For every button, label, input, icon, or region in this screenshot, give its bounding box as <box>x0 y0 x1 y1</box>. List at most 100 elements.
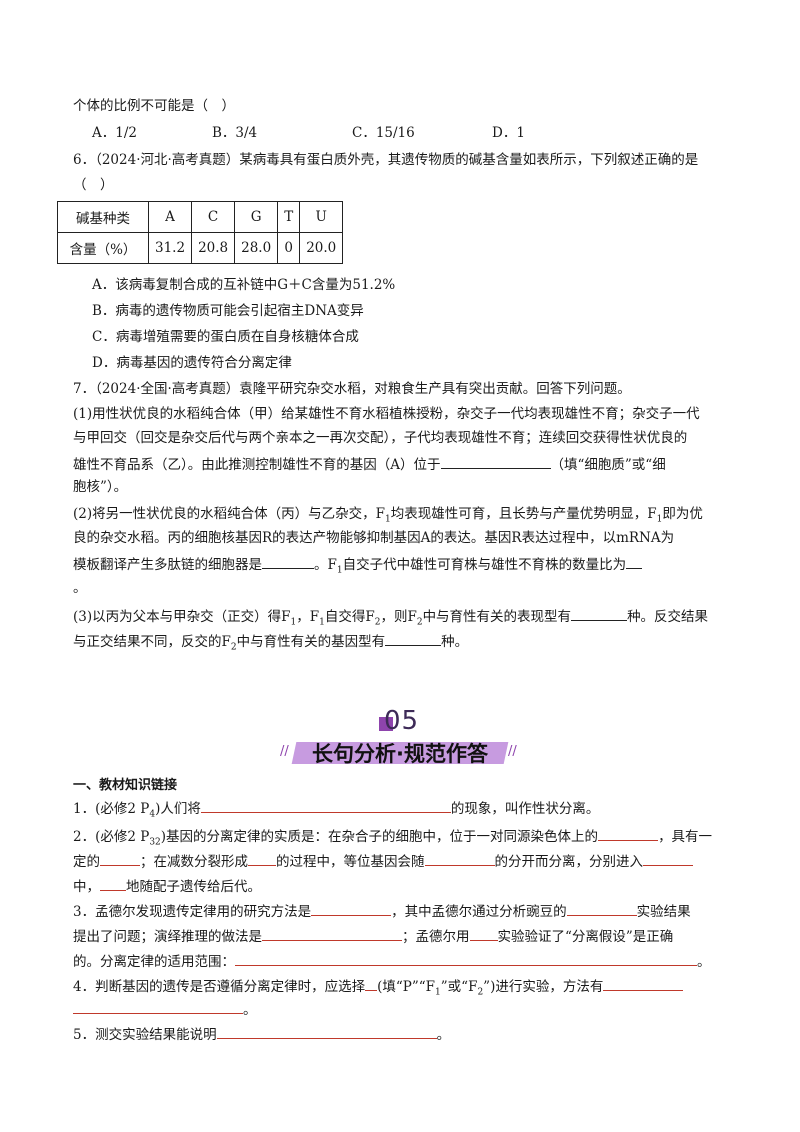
table-cell: 20.8 <box>191 232 236 264</box>
q7-p2-line1: (2)将另一性状优良的水稻纯合体（丙）与乙杂交，F1均表现雄性可育，且长势与产量… <box>73 505 703 529</box>
text: 5．测交实验结果能说明 <box>73 1027 217 1043</box>
text: 种。 <box>441 634 469 650</box>
base-content-table: 碱基种类 A C G T U 含量（%） 31.2 20.8 28.0 0 20… <box>57 201 344 264</box>
answer-blank[interactable] <box>424 851 495 866</box>
table-cell: 碱基种类 <box>57 201 149 233</box>
text: ，F <box>296 609 320 625</box>
text: 的分开而分离，分别进入 <box>494 854 644 870</box>
text: ”)进行实验，方法有 <box>483 979 604 995</box>
q7-p1-line3: 雄性不育品系（乙）。由此推测控制雄性不育的基因（A）位于 （填“细胞质”或“细 <box>73 454 666 474</box>
text: 实验结果 <box>636 904 691 920</box>
answer-blank[interactable] <box>365 976 378 991</box>
subscript: 2 <box>477 987 484 998</box>
q6-paren: （ ） <box>73 177 114 193</box>
text: ；孟德尔用 <box>402 929 470 945</box>
answer-blank[interactable] <box>73 999 243 1014</box>
text: 。 <box>697 954 711 970</box>
text: 2．(必修2 P <box>73 829 150 845</box>
q7-p2-line3: 模板翻译产生多肽链的细胞器是 。F1自交子代中雄性可育株与雄性不育株的数量比为 <box>73 554 643 580</box>
text: 定的 <box>73 854 100 870</box>
q5-stem: 个体的比例不可能是（ ） <box>73 98 235 114</box>
answer-blank[interactable] <box>100 876 126 891</box>
answer-blank[interactable] <box>603 976 684 991</box>
q6-option-c: C．病毒增殖需要的蛋白质在自身核糖体合成 <box>92 329 359 345</box>
section-banner: 05 长句分析·规范作答 // // <box>280 706 520 772</box>
subscript: 1 <box>385 514 391 525</box>
text: 。 <box>436 1027 451 1043</box>
answer-blank[interactable] <box>216 1024 437 1039</box>
table-cell: 28.0 <box>234 232 279 264</box>
table-cell: 含量（%） <box>57 232 149 264</box>
subscript: 1 <box>319 617 325 628</box>
q6-option-a: A．该病毒复制合成的互补链中G＋C含量为51.2% <box>92 277 396 293</box>
answer-blank[interactable] <box>200 798 451 813</box>
table-cell: U <box>299 201 344 233</box>
subscript: 2 <box>374 617 381 628</box>
text: ，则F <box>380 609 417 625</box>
text: (填“P”“F <box>377 979 436 995</box>
table-row: 含量（%） 31.2 20.8 28.0 0 20.0 <box>57 232 344 264</box>
text: 中与育性有关的表现型有 <box>422 609 572 625</box>
answer-blank[interactable] <box>385 631 442 646</box>
answer-blank[interactable] <box>469 926 498 941</box>
table-cell: G <box>234 201 279 233</box>
text: (2)将另一性状优良的水稻纯合体（丙）与乙杂交，F <box>73 506 385 522</box>
text: 均表现雄性可育，且长势与产量优势明显，F <box>390 506 657 522</box>
answer-blank[interactable] <box>643 851 693 866</box>
answer-blank[interactable] <box>626 554 643 569</box>
subscript: 4 <box>149 809 156 820</box>
subscript: 2 <box>416 617 423 628</box>
section-heading: 一、教材知识链接 <box>73 778 178 793</box>
text: 提出了问题；演绎推理的做法是 <box>73 929 262 945</box>
subscript: 1 <box>435 987 441 998</box>
subscript: 32 <box>149 837 161 848</box>
text: (3)以丙为父本与甲杂交（正交）得F <box>73 609 291 625</box>
q7-p3-line1: (3)以丙为父本与甲杂交（正交）得F1，F1自交得F2，则F2中与育性有关的表现… <box>73 606 708 632</box>
text: 自交得F <box>324 609 375 625</box>
q6-option-b: B．病毒的遗传物质可能会引起宿主DNA变异 <box>92 303 364 319</box>
subscript: 1 <box>656 514 663 525</box>
banner-square-decoration <box>379 717 393 731</box>
answer-blank[interactable] <box>100 851 140 866</box>
item-2-line3: 中，地随配子遗传给后代。 <box>73 876 261 896</box>
answer-blank[interactable] <box>248 851 276 866</box>
text: ；在减数分裂形成 <box>140 854 248 870</box>
banner-number: 05 <box>384 706 420 736</box>
item-1: 1．(必修2 P4)人们将的现象，叫作性状分离。 <box>73 798 599 824</box>
text: 中与育性有关的基因型有 <box>236 634 386 650</box>
text: 1．(必修2 P <box>73 801 150 817</box>
text: （填“细胞质”或“细 <box>550 457 666 473</box>
table-header-row: 碱基种类 A C G T U <box>57 201 344 233</box>
subscript: 1 <box>336 565 343 576</box>
q5-option-c: C．15/16 <box>352 125 415 141</box>
text: ，具有一 <box>658 829 713 845</box>
q7-p3-line2: 与正交结果不同，反交的F2中与育性有关的基因型有种。 <box>73 631 468 657</box>
text: 雄性不育品系（乙）。由此推测控制雄性不育的基因（A）位于 <box>73 457 441 473</box>
answer-blank[interactable] <box>235 951 697 966</box>
text: 自交子代中雄性可育株与雄性不育株的数量比为 <box>342 557 627 573</box>
item-4-line1: 4．判断基因的遗传是否遵循分离定律时，应选择(填“P”“F1”或“F2”)进行实… <box>73 976 684 1002</box>
answer-blank[interactable] <box>262 926 402 941</box>
q5-option-d: D．1 <box>492 125 525 141</box>
answer-blank[interactable] <box>566 901 637 916</box>
text: 。F <box>314 557 337 573</box>
item-2-line2: 定的；在减数分裂形成的过程中，等位基因会随的分开而分离，分别进入 <box>73 851 693 871</box>
item-2-line1: 2．(必修2 P32)基因的分离定律的实质是：在杂合子的细胞中，位于一对同源染色… <box>73 826 712 852</box>
text: 模板翻译产生多肽链的细胞器是 <box>73 557 262 573</box>
item-3-line3: 的。分离定律的适用范围：。 <box>73 951 711 971</box>
table-cell: T <box>277 201 301 233</box>
text: 种。反交结果 <box>627 609 709 625</box>
answer-blank[interactable] <box>262 554 314 569</box>
answer-blank[interactable] <box>598 826 659 841</box>
text: 3．孟德尔发现遗传定律用的研究方法是 <box>73 904 312 920</box>
answer-blank[interactable] <box>440 454 551 469</box>
q6-option-d: D．病毒基因的遗传符合分离定律 <box>92 355 292 371</box>
banner-right-slash-icon: // <box>508 744 517 759</box>
q7-p1-line2: 与甲回交（回交是杂交后代与两个亲本之一再次交配），子代均表现雄性不育；连续回交获… <box>73 430 688 446</box>
subscript: 1 <box>290 617 297 628</box>
answer-blank[interactable] <box>311 901 392 916</box>
answer-blank[interactable] <box>571 606 628 621</box>
q5-option-a: A．1/2 <box>92 125 137 141</box>
item-4-line2: 。 <box>73 999 257 1019</box>
